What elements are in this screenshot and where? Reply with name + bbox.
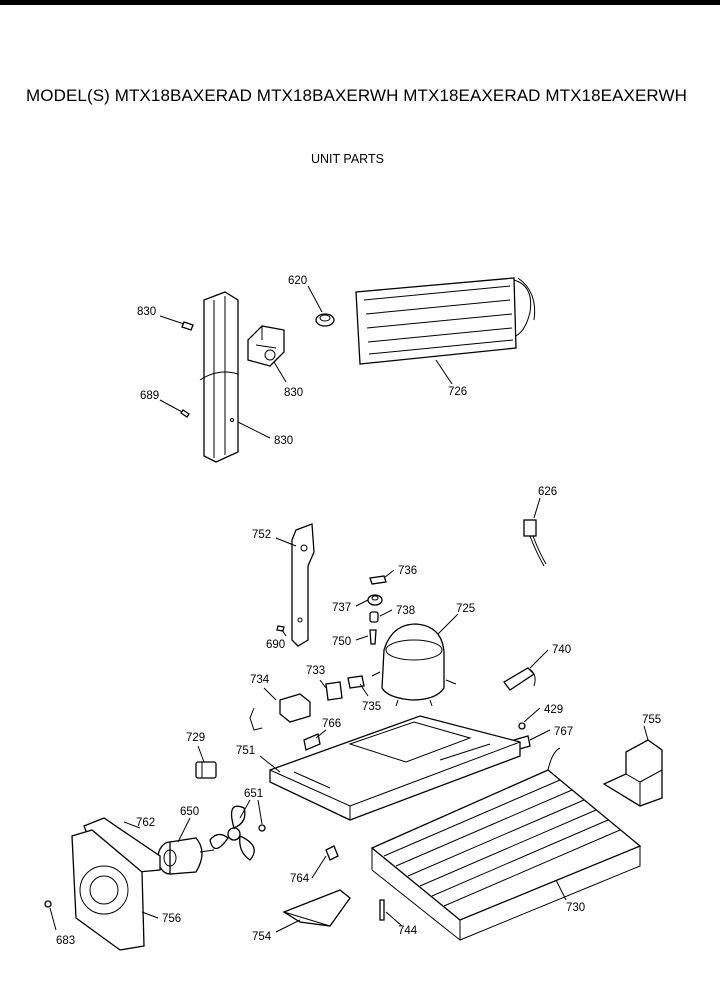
callout-683: 683	[56, 935, 75, 947]
callout-752: 752	[252, 529, 271, 541]
callout-830-channel: 830	[274, 435, 293, 447]
callout-766: 766	[322, 718, 341, 730]
part-725-compressor	[371, 623, 457, 707]
part-756-shroud	[71, 829, 145, 951]
part-737-grommet	[367, 594, 383, 606]
callout-736: 736	[398, 565, 417, 577]
callout-740: 740	[552, 644, 571, 656]
part-830-screw	[181, 321, 194, 331]
part-689-screw	[180, 409, 190, 418]
part-755-bracket	[602, 739, 663, 807]
part-754-trough	[282, 889, 351, 927]
callout-750: 750	[332, 636, 351, 648]
callout-620: 620	[288, 275, 307, 287]
part-683-screw	[44, 900, 52, 908]
part-651-nut	[258, 824, 266, 832]
part-736-clip	[369, 575, 387, 585]
callout-labels: 620 830 830 830 689 726 626 752 736 737 …	[56, 275, 661, 947]
callout-762: 762	[136, 817, 155, 829]
callout-626: 626	[538, 486, 557, 498]
callout-755: 755	[642, 714, 661, 726]
part-744-pin	[379, 899, 385, 921]
callout-738: 738	[396, 605, 415, 617]
part-730-coil	[370, 747, 642, 942]
callout-726: 726	[448, 386, 467, 398]
part-733-overload	[325, 681, 343, 701]
part-651-fan-blade	[209, 805, 255, 861]
part-735-clip	[347, 675, 365, 689]
callout-735: 735	[362, 701, 381, 713]
part-726-condenser	[355, 277, 536, 365]
part-734-relay	[249, 693, 311, 731]
callout-689: 689	[140, 390, 159, 402]
callout-751: 751	[236, 745, 255, 757]
leader-lines	[49, 285, 649, 933]
part-729-capacitor	[195, 761, 217, 779]
model-title: MODEL(S) MTX18BAXERAD MTX18BAXERWH MTX18…	[26, 86, 687, 105]
part-690-screw	[276, 625, 285, 632]
callout-744: 744	[398, 925, 418, 937]
top-border	[0, 0, 720, 5]
callout-734: 734	[250, 674, 270, 686]
section-subtitle: UNIT PARTS	[311, 152, 384, 166]
part-626-connector	[523, 519, 547, 567]
callout-754: 754	[252, 931, 272, 943]
callout-764: 764	[290, 873, 310, 885]
callout-767: 767	[554, 726, 573, 738]
callout-429: 429	[544, 704, 563, 716]
part-740-clip	[503, 667, 536, 691]
part-764-clip	[325, 845, 339, 861]
part-752-bracket	[291, 523, 315, 647]
callout-830-screw: 830	[137, 306, 156, 318]
callout-690: 690	[266, 639, 285, 651]
callout-725: 725	[456, 603, 475, 615]
callout-733: 733	[306, 665, 325, 677]
part-650-fan-motor	[157, 837, 215, 875]
callout-651: 651	[244, 788, 263, 800]
part-751-base-pan	[269, 715, 521, 821]
callout-730: 730	[566, 902, 585, 914]
part-830-channel	[199, 291, 239, 463]
part-738-sleeve	[369, 611, 379, 623]
part-750-bolt	[369, 629, 377, 645]
part-429-screw	[518, 722, 526, 730]
callout-756: 756	[162, 913, 181, 925]
callout-650: 650	[180, 806, 199, 818]
part-620-grommet	[315, 313, 335, 327]
part-830-bracket	[247, 325, 285, 367]
callout-737: 737	[332, 602, 351, 614]
callout-729: 729	[186, 732, 205, 744]
callout-830-bracket: 830	[284, 387, 303, 399]
